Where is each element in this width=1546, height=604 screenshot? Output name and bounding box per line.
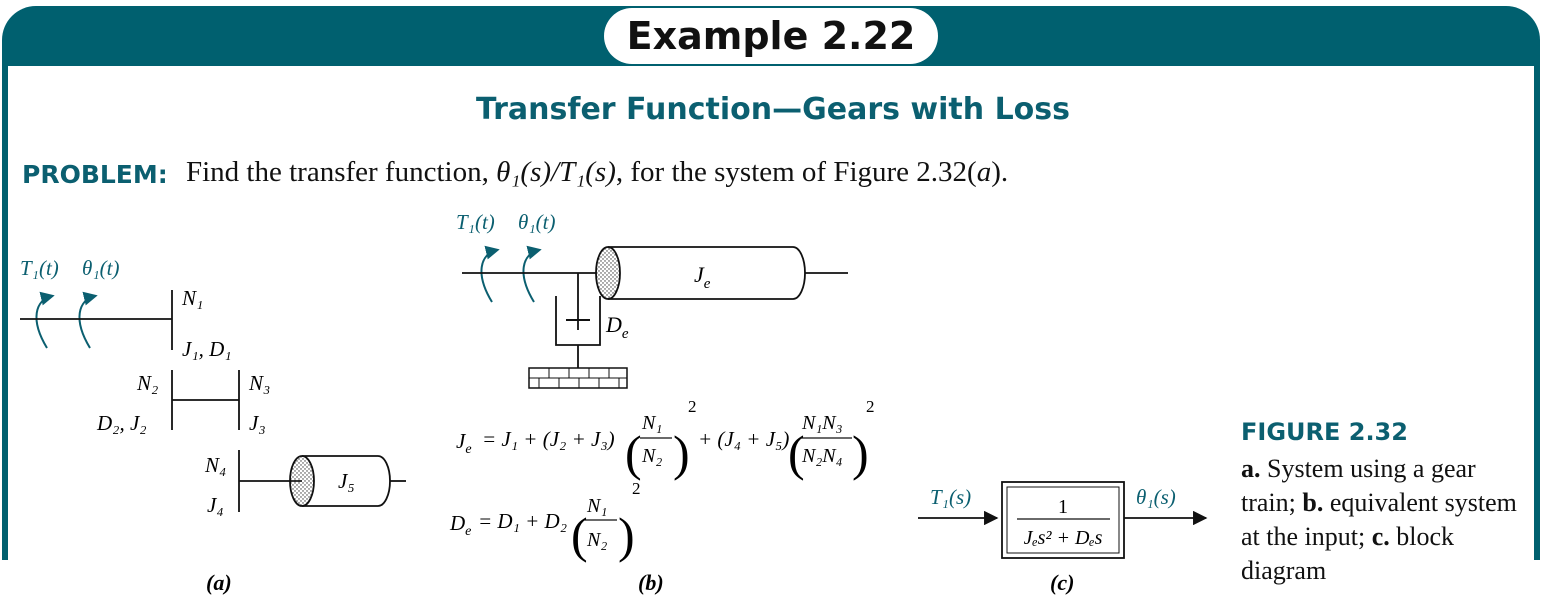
fig-a-j1d1-label: J₁, D₁ — [182, 337, 232, 361]
fig-c-block-den: Jₑs² + Dₑs — [1024, 527, 1103, 549]
problem-figure-ref: a — [976, 156, 992, 188]
fig-a-n3-label: N₃ — [248, 371, 270, 395]
fig-a-angle-arrow — [78, 291, 98, 349]
problem-text-end: ). — [991, 156, 1009, 188]
fig-a-j5-label: J₅ — [338, 469, 355, 493]
fig-b-ground — [528, 367, 628, 389]
svg-text:): ) — [673, 425, 690, 481]
caption-b-label: b. — [1302, 488, 1324, 517]
caption-c-text: block diagram — [1241, 522, 1455, 585]
eq-de-exp: 2 — [632, 479, 641, 498]
eq-de-term1: = D₁ + D₂ — [478, 509, 567, 533]
problem-text-before: Find the transfer function, — [186, 156, 497, 188]
example-title-pill: Example 2.22 — [604, 8, 938, 64]
fig-b-panel-label: (b) — [638, 570, 664, 595]
fig-b-de-label: De — [605, 312, 629, 342]
fig-a-torque-arrow — [35, 291, 55, 349]
problem-statement: Find the transfer function, θ₁(s)/T₁(s),… — [186, 156, 1008, 189]
eq-je-frac1-num: N₁ — [641, 412, 662, 434]
problem-expression: θ₁(s)/T₁(s) — [496, 156, 616, 188]
fig-a-angle-label: θ₁(t) — [82, 256, 119, 280]
fig-a-n4-label: N₄ — [204, 453, 226, 477]
svg-text:): ) — [852, 425, 869, 481]
fig-c-block-inner — [1006, 486, 1120, 554]
fig-a-torque-label: T₁(t) — [20, 256, 59, 280]
fig-a-j3-label: J₃ — [249, 411, 266, 435]
eq-je-exp2: 2 — [866, 397, 875, 416]
fig-a-inertia-face — [289, 455, 315, 507]
eq-de-frac-num: N₁ — [586, 495, 607, 517]
svg-text:): ) — [618, 507, 635, 563]
eq-je-frac2-den: N₂N₄ — [801, 445, 843, 467]
fig-c-panel-label: (c) — [1050, 570, 1074, 595]
fig-a-n1-label: N₁ — [181, 286, 203, 310]
fig-b-angle-label: θ₁(t) — [518, 210, 555, 234]
caption-c-label: c. — [1371, 522, 1390, 551]
fig-a-d2j2-label: D₂, J₂ — [96, 411, 147, 435]
svg-text:(: ( — [571, 507, 588, 563]
eq-je-frac2-num: N₁N₃ — [801, 412, 843, 434]
caption-a-label: a. — [1241, 454, 1261, 483]
svg-text:Je: Je — [456, 429, 472, 457]
left-border — [2, 40, 8, 560]
figure-caption-title: FIGURE 2.32 — [1241, 418, 1408, 446]
fig-a-panel-label: (a) — [206, 570, 232, 595]
figure-a: T₁(t) θ₁(t) N₁ J₁, D₁ N₂ D₂, J₂ N₃ J₃ N₄… — [20, 256, 406, 595]
eq-je-term2: + (J₄ + J₅) — [698, 427, 789, 451]
fig-b-torque-label: T₁(t) — [456, 210, 495, 234]
figure-caption-body: a. System using a gear train; b. equival… — [1241, 452, 1537, 588]
svg-text:De: De — [449, 511, 471, 539]
fig-c-block — [1001, 481, 1125, 559]
svg-text:(: ( — [788, 425, 805, 481]
eq-je-exp1: 2 — [688, 397, 697, 416]
fig-a-inertia-j5 — [302, 455, 391, 507]
figure-c: T₁(s) 1 Jₑs² + Dₑs θ₁(s) (c) — [918, 481, 1208, 595]
caption-b-text: equivalent system at the input; — [1241, 488, 1517, 551]
svg-text:(: ( — [625, 425, 642, 481]
equation-de: De = D₁ + D₂ ( N₁ N₂ ) 2 — [449, 479, 641, 563]
eq-je-term1: = J₁ + (J₂ + J₃) — [482, 427, 615, 451]
fig-b-angle-arrow — [522, 245, 542, 303]
equation-je: Je = J₁ + (J₂ + J₃) ( N₁ N₂ ) 2 + (J₄ + … — [456, 397, 875, 481]
fig-c-input-label: T₁(s) — [930, 485, 971, 509]
fig-b-inertia-face — [595, 246, 621, 300]
fig-c-output-label: θ₁(s) — [1136, 485, 1176, 509]
fig-b-torque-arrow — [480, 245, 500, 303]
figure-b: T₁(t) θ₁(t) Je De J — [449, 210, 875, 595]
eq-je-frac1-den: N₂ — [641, 445, 662, 467]
fig-b-je-label: Je — [694, 262, 711, 292]
fig-c-block-num: 1 — [1058, 496, 1068, 518]
example-subtitle: Transfer Function—Gears with Loss — [475, 92, 1071, 127]
example-title: Example 2.22 — [626, 14, 916, 58]
caption-a-text: System using a gear train; — [1241, 454, 1476, 517]
eq-de-frac-den: N₂ — [586, 529, 607, 551]
fig-a-j4-label: J₄ — [207, 493, 224, 517]
problem-text-after: , for the system of Figure 2.32( — [615, 156, 977, 188]
problem-label: PROBLEM: — [22, 160, 168, 189]
fig-a-n2-label: N₂ — [136, 371, 158, 395]
right-border — [1534, 40, 1540, 560]
